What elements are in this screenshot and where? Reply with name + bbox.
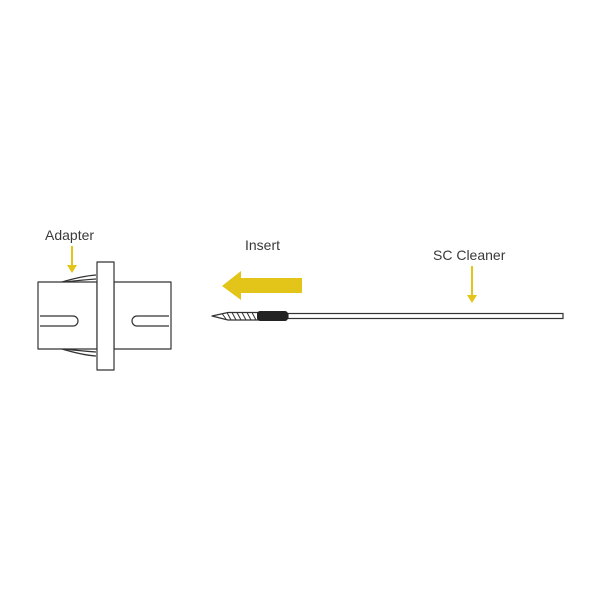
insert-direction-arrow	[222, 271, 302, 300]
adapter-pointer-arrow	[67, 246, 77, 273]
sc-cleaner-stick-icon	[211, 311, 564, 321]
cleaner-pointer-arrow	[467, 266, 477, 303]
adapter-label: Adapter	[45, 227, 95, 243]
sc-cleaner-label: SC Cleaner	[433, 247, 506, 263]
sc-adapter-icon	[37, 261, 172, 371]
insert-label: Insert	[245, 237, 281, 253]
